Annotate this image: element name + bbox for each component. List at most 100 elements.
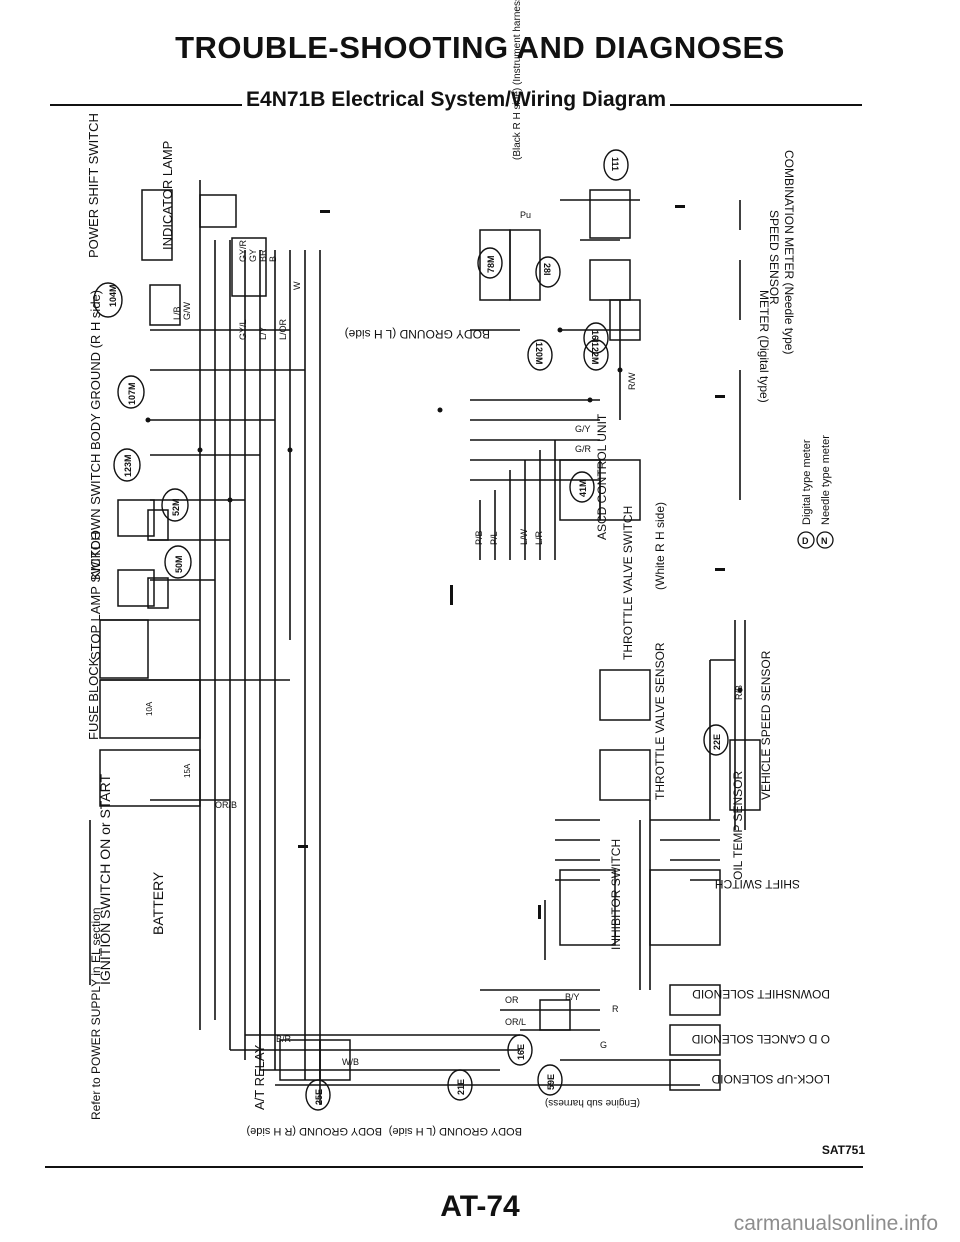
connector-123M: 123M [113, 448, 141, 482]
label-ascd-control-unit: ASCD CONTROL UNIT [595, 413, 609, 540]
svg-text:28I: 28I [542, 263, 552, 276]
svg-text:22E: 22E [712, 734, 722, 750]
wire-code: P/L [489, 531, 499, 545]
svg-text:16I: 16I [590, 330, 600, 343]
connector-104M: 104M [93, 282, 123, 318]
connector-25E: 25E [305, 1079, 331, 1111]
label-speed-sensor: SPEED SENSOR [767, 210, 781, 305]
wire-code: G [600, 1040, 607, 1050]
label-throttle-valve-switch: THROTTLE VALVE SWITCH [621, 506, 635, 660]
label-white-rh-side: (White R H side) [653, 502, 667, 590]
label-engine-sub-harness: (Engine sub harness) [545, 1097, 640, 1108]
svg-text:41M: 41M [578, 479, 588, 497]
svg-text:25E: 25E [314, 1089, 324, 1105]
connector-111: 111 [603, 149, 629, 181]
label-body-ground-lh-bottom: BODY GROUND (L H side) [389, 1125, 522, 1137]
label-body-ground-lh-top: BODY GROUND (L H side) [345, 327, 490, 341]
wire-code: GY/R [238, 239, 248, 262]
fuse-rating-15a: 15A [183, 763, 192, 778]
page-number: AT-74 [440, 1190, 520, 1223]
wire-code: G/R [575, 444, 592, 454]
svg-text:N: N [821, 536, 828, 546]
svg-text:50M: 50M [174, 555, 184, 573]
label-combination-meter: COMBINATION METER (Needle type) [782, 150, 796, 354]
wire-code: Pu [520, 210, 531, 220]
wire-code: OR/L [505, 1017, 526, 1027]
connector-122M: 122M [583, 339, 609, 371]
wire-code: L/B [172, 306, 182, 320]
connector-16E: 16E [507, 1034, 533, 1066]
label-oil-temp-sensor: OIL TEMP SENSOR [731, 771, 745, 880]
wire-code: B/R [276, 1034, 292, 1044]
connector-16I: 16I [583, 322, 609, 354]
connector-21E: 21E [447, 1069, 473, 1101]
connector-59E: 59E [537, 1064, 563, 1096]
wire-code: W [292, 281, 302, 290]
connector-52M: 52M [161, 488, 189, 522]
svg-text:Needle type meter: Needle type meter [820, 435, 832, 525]
svg-text:107M: 107M [127, 382, 137, 405]
wire-code: GY/L [238, 319, 248, 340]
meter-legend: D Digital type meter N Needle type meter [797, 435, 834, 549]
wire-codes: GY/R GY BR B G/W L/B GY/L L/Y L/OR W OR/… [172, 210, 744, 1067]
wire-code: L/Y [258, 326, 268, 340]
watermark-text: carmanualsonline.info [733, 1212, 938, 1235]
svg-text:120M: 120M [534, 342, 544, 365]
label-indicator-lamp: INDICATOR LAMP [160, 141, 175, 250]
label-power-supply-ref: Refer to POWER SUPPLY in EL section [89, 907, 103, 1120]
diagram-subtitle: E4N71B Electrical System/Wiring Diagram [246, 88, 666, 111]
wire-code: G/Y [575, 424, 591, 434]
wire-code: R/W [627, 372, 637, 390]
ground-symbols [145, 205, 743, 919]
label-stop-lamp-switch: STOP LAMP SWITCH [88, 531, 103, 660]
subtitle-row: E4N71B Electrical System/Wiring Diagram [50, 86, 863, 114]
legend-needle: N Needle type meter [816, 435, 834, 549]
label-od-cancel-solenoid: O D CANCEL SOLENOID [691, 1032, 830, 1046]
label-inhibitor-switch: INHIBITOR SWITCH [609, 839, 623, 950]
connector-107M: 107M [117, 375, 145, 409]
connector-ids: 104M 107M 123M 52M 50M 78M 28I 111 16I 1… [93, 149, 729, 1111]
fuse-ratings: 10A 15A [145, 701, 192, 778]
page-title: TROUBLE-SHOOTING AND DIAGNOSES [175, 30, 785, 65]
connector-28I: 28I [535, 256, 561, 288]
wire-code: OR/B [215, 800, 237, 810]
svg-text:78M: 78M [486, 255, 496, 273]
label-fuse-block: FUSE BLOCK [86, 657, 101, 740]
wire-code: BR [258, 249, 268, 262]
connector-78M: 78M [477, 247, 503, 279]
connector-41M: 41M [569, 471, 595, 503]
svg-text:16E: 16E [516, 1044, 526, 1060]
label-kickdown-switch: KICKDOWN SWITCH [88, 454, 103, 580]
wire-code: L/W [519, 528, 529, 545]
label-body-ground-rh: BODY GROUND (R H side) [88, 290, 103, 450]
wire-code: G/W [182, 301, 192, 320]
label-downshift-solenoid: DOWNSHIFT SOLENOID [692, 987, 830, 1001]
wire-code: B [268, 256, 278, 262]
label-instrument-harness: (Black R H side) (Instrument harness) [512, 0, 523, 160]
wire-code: L/OR [278, 318, 288, 340]
svg-text:122M: 122M [590, 342, 600, 365]
subtitle-rule-right [670, 104, 863, 106]
left-component-labels: POWER SHIFT SWITCH INDICATOR LAMP BODY G… [86, 113, 267, 1120]
wire-code: R [612, 1004, 619, 1014]
wire-code: GY [248, 249, 258, 262]
fuse-rating-10a: 10A [145, 701, 154, 716]
label-battery: BATTERY [150, 871, 166, 935]
wire-code: B/Y [565, 992, 580, 1002]
svg-text:D: D [802, 536, 809, 546]
connector-120M: 120M [527, 339, 553, 371]
drawing-code: SAT751 [821, 1143, 865, 1157]
svg-text:59E: 59E [546, 1074, 556, 1090]
wire-code: W/B [342, 1057, 359, 1067]
connector-50M: 50M [164, 545, 192, 579]
svg-text:Digital type meter: Digital type meter [801, 439, 813, 525]
bottom-ground-labels: BODY GROUND (R H side) BODY GROUND (L H … [247, 1125, 522, 1137]
svg-text:52M: 52M [171, 498, 181, 516]
wire-code: P/B [474, 530, 484, 545]
right-component-labels: SPEED SENSOR COMBINATION METER (Needle t… [345, 0, 830, 1108]
connector-22E: 22E [703, 724, 729, 756]
legend-digital: D Digital type meter [797, 439, 815, 549]
svg-text:111: 111 [610, 157, 620, 171]
svg-text:123M: 123M [123, 454, 133, 477]
